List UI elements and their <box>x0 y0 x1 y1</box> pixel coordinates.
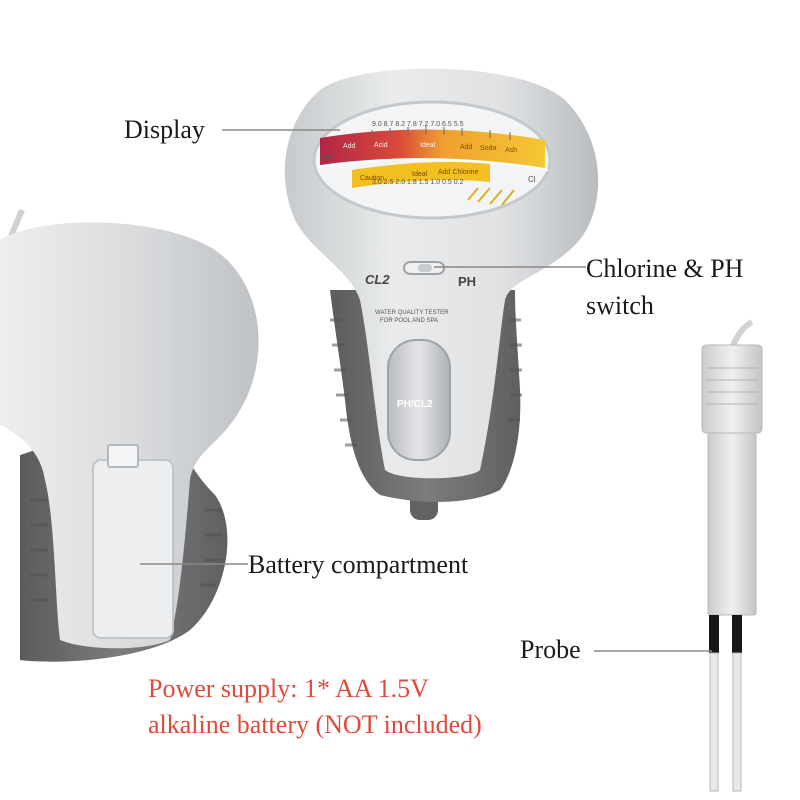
probe-shaft <box>707 432 757 616</box>
cl-row-1: Ideal <box>412 171 428 178</box>
cl-row-2: Add Chlorine <box>438 169 479 176</box>
battery-cover <box>92 459 174 639</box>
ph-row-3: Add <box>460 144 473 151</box>
probe-assembly <box>701 319 763 792</box>
back-device <box>0 208 259 662</box>
front-text-line2: FOR POOL AND SPA <box>380 318 438 324</box>
probe-pin-left <box>709 652 719 792</box>
ph-row-5: Ash <box>505 147 517 154</box>
probe-pin-sleeve-left <box>709 615 719 653</box>
front-grip-ribs <box>330 318 522 447</box>
cl-scale-band <box>352 162 490 188</box>
mode-switch-knob[interactable] <box>418 264 432 272</box>
power-note-line1: Power supply: 1* AA 1.5V <box>148 674 429 703</box>
probe-head-ridges <box>706 367 758 405</box>
label-probe: Probe <box>520 635 581 664</box>
ph-scale-tag: PH <box>322 153 333 162</box>
grip-ribs <box>30 498 222 602</box>
label-switch-line2: switch <box>586 291 654 320</box>
cl-scale-tag: Cl <box>528 175 536 184</box>
probe-head <box>701 344 763 434</box>
probe-pin-sleeve-right <box>732 615 742 653</box>
label-display: Display <box>124 115 205 144</box>
ph-scale-values: 9.0 8.7 8.2 7.8 7.2 7.0 6.5 5.5 <box>372 121 464 128</box>
ph-scale-band <box>320 129 545 168</box>
ph-row-4: Soda <box>480 145 496 152</box>
ph-row-0: Add <box>343 143 356 150</box>
ph-row-1: Acid <box>374 142 388 149</box>
mode-ph-label: PH <box>458 274 476 289</box>
label-switch-line1: Chlorine & PH <box>586 254 744 283</box>
cl-row-0: Caution <box>360 175 384 182</box>
mode-cl2-label: CL2 <box>365 272 390 287</box>
power-note-line2: alkaline battery (NOT included) <box>148 710 482 739</box>
scale-ticks <box>371 126 511 140</box>
battery-latch <box>107 444 139 468</box>
leader-lines <box>140 129 712 652</box>
ph-row-2: Ideal <box>420 142 436 149</box>
back-body <box>0 222 259 649</box>
sample-window <box>387 339 451 461</box>
probe-pin-right <box>732 652 742 792</box>
scale-hatch <box>467 187 515 206</box>
front-device: 9.0 8.7 8.2 7.8 7.2 7.0 6.5 5.5 3.0 2.5 … <box>284 68 599 520</box>
window-label: PH/CL2 <box>397 399 433 410</box>
probe-cable <box>729 319 754 350</box>
front-text-line1: WATER QUALITY TESTER <box>375 310 449 316</box>
cl-scale-values: 3.0 2.5 2.0 1.8 1.5 1.0 0.5 0.2 <box>372 179 464 186</box>
label-battery: Battery compartment <box>248 550 469 579</box>
